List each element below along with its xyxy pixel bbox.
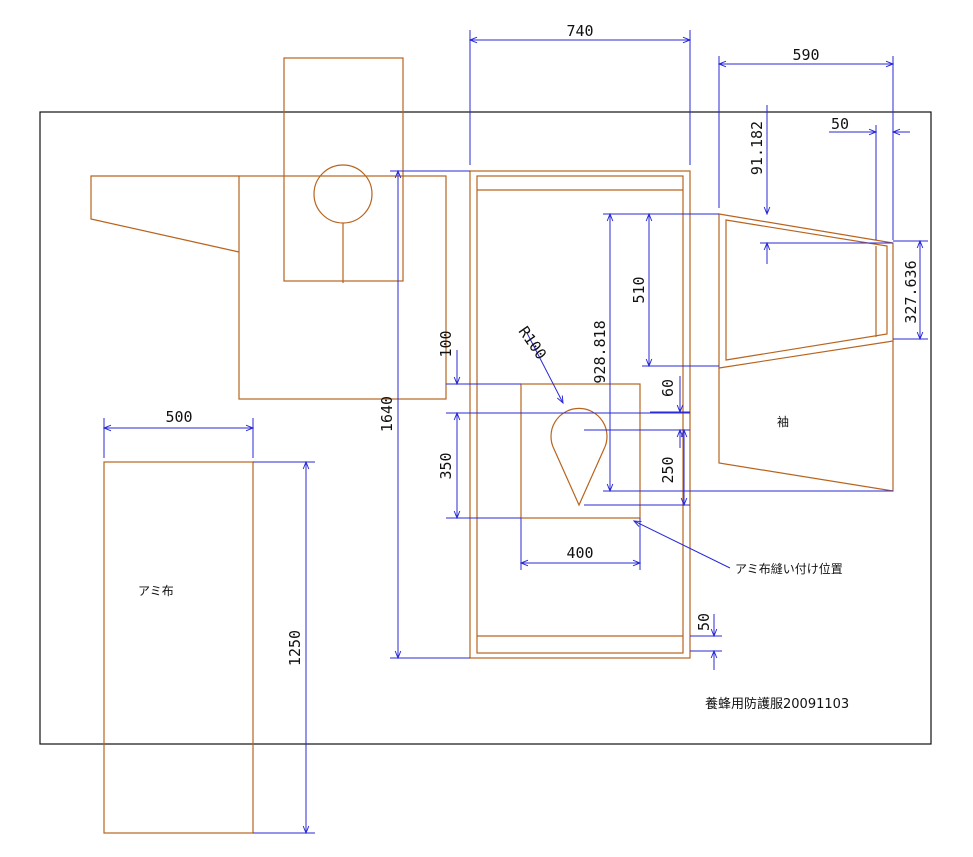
label-sew-position: アミ布縫い付け位置 [735,561,843,576]
dim-590: 590 [792,46,819,64]
drawing-title: 養蜂用防護服20091103 [705,696,849,712]
dim-400: 400 [566,544,593,562]
hood-lower-rect [238,175,447,400]
hood-flap [90,175,240,253]
body-outer [469,170,691,659]
body-piece [469,170,691,659]
label-ami-cloth: アミ布 [138,584,174,598]
dim-60: 60 [659,379,677,397]
dim-91-182: 91.182 [748,121,766,175]
dim-510: 510 [630,276,648,303]
face-opening [313,164,373,224]
dim-r100: R100 [515,323,550,363]
sleeve-lower [718,341,894,492]
dim-100: 100 [437,330,455,357]
dim-50-bottom: 50 [695,613,713,631]
mesh-cloth-piece [103,461,254,834]
sleeve-upper-inner [725,219,888,361]
mesh-sew-rect [520,383,641,519]
dim-1250: 1250 [286,630,304,666]
hood-piece [90,57,447,400]
teardrop-opening [550,407,608,507]
dim-327-636: 327.636 [902,260,920,323]
body-inner [476,175,684,654]
dim-740: 740 [566,22,593,40]
sleeve-piece [718,213,894,492]
dim-250: 250 [659,456,677,483]
dim-928-818: 928.818 [591,320,609,383]
dim-50-top: 50 [831,115,849,133]
label-sleeve: 袖 [777,414,789,429]
dim-500: 500 [165,408,192,426]
dimension-lines [104,30,928,833]
dim-1640: 1640 [378,396,396,432]
sheet-frame [39,111,932,745]
dim-350: 350 [437,452,455,479]
sleeve-upper-outer [718,213,894,369]
